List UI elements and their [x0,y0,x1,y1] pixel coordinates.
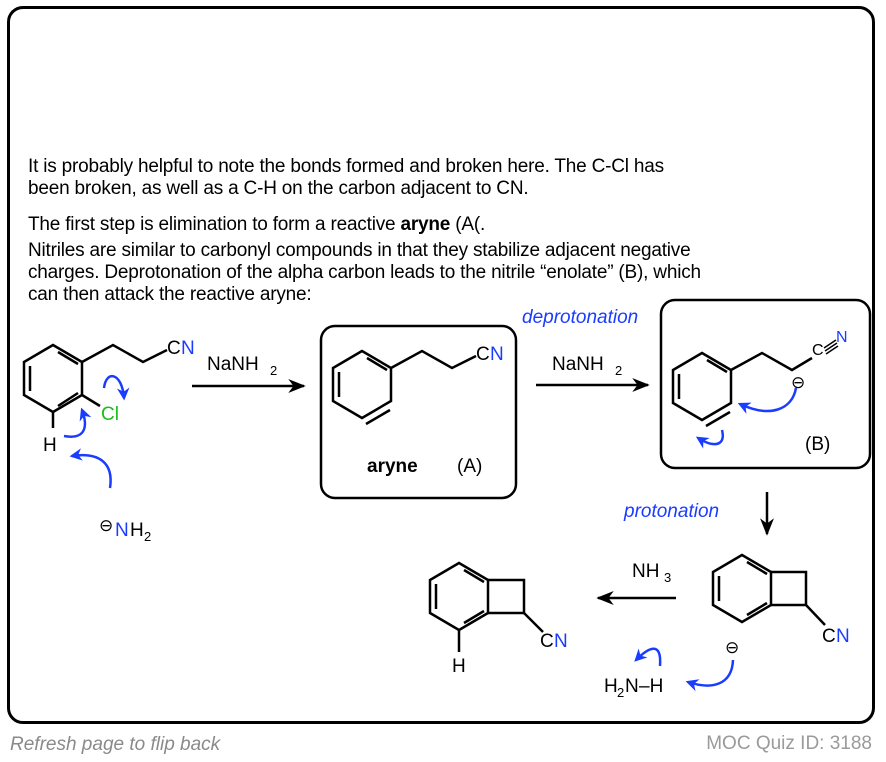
enolate-box [659,298,872,470]
step1-reagent: NaNH [207,354,259,375]
start-hydrogen: H [43,435,57,456]
aryne-label: aryne [367,456,418,477]
amide-sub: 2 [144,529,151,544]
explanation-aryne-line: The first step is elimination to form a … [28,214,485,236]
aryne-bold: aryne [400,214,451,235]
aryne-structure [331,349,477,426]
explanation-line-5: charges. Deprotonation of the alpha carb… [28,262,701,283]
aryne-cn-c: C [476,344,490,365]
product-cn-c: C [540,631,554,652]
ammonia-dash-h: –H [639,676,663,697]
enolate-charge: ⊖ [791,373,805,392]
step2-reagent-sub: 2 [615,363,622,378]
curved-arrows-elimination [63,375,130,489]
start-cn-c: C [167,338,181,359]
starting-material [22,343,168,428]
ammonia-n: N [625,676,639,697]
step1-reagent-sub: 2 [270,363,277,378]
curved-arrows-attack [695,387,798,449]
aryne-cn-n: N [490,344,504,365]
enolate-structure [671,351,813,428]
text-suffix: (A(. [450,214,486,235]
explanation-line-1: It is probably helpful to note the bonds… [28,156,664,177]
product-hydrogen: H [452,656,466,677]
anion-cn-c: C [822,626,836,647]
anion-structure [711,553,826,626]
step4-reagent-sub: 3 [664,570,671,585]
anion-charge: ⊖ [725,638,739,657]
product-structure [428,561,544,652]
start-chlorine: Cl [101,404,119,425]
flashcard[interactable] [7,6,875,724]
curved-arrows-protonation [634,647,735,692]
start-cn-n: N [181,338,195,359]
flip-back-hint[interactable]: Refresh page to flip back [10,734,221,755]
amide-n: N [115,520,129,541]
step2-reagent: NaNH [552,354,604,375]
explanation-line-4: Nitriles are similar to carbonyl compoun… [28,240,691,261]
ammonia-h2: H [604,676,618,697]
triple-bond [823,339,839,355]
enolate-c: C [812,342,824,359]
anion-cn-n: N [836,626,850,647]
step4-reagent: NH [632,561,659,582]
enolate-tag: (B) [805,434,830,455]
aryne-box [319,324,518,500]
ammonia-h2-sub: 2 [617,685,624,700]
aryne-tag: (A) [457,456,482,477]
deprotonation-label: deprotonation [522,307,638,328]
text-prefix: The first step is elimination to form a … [28,214,401,235]
explanation-line-2: been broken, as well as a C-H on the car… [28,178,529,199]
quiz-id: MOC Quiz ID: 3188 [706,733,872,754]
enolate-n: N [836,329,848,346]
protonation-label: protonation [623,501,719,522]
amide-h: H [130,520,144,541]
amide-charge: ⊖ [99,516,113,535]
explanation-line-6: can then attack the reactive aryne: [28,284,312,305]
product-cn-n: N [554,631,568,652]
